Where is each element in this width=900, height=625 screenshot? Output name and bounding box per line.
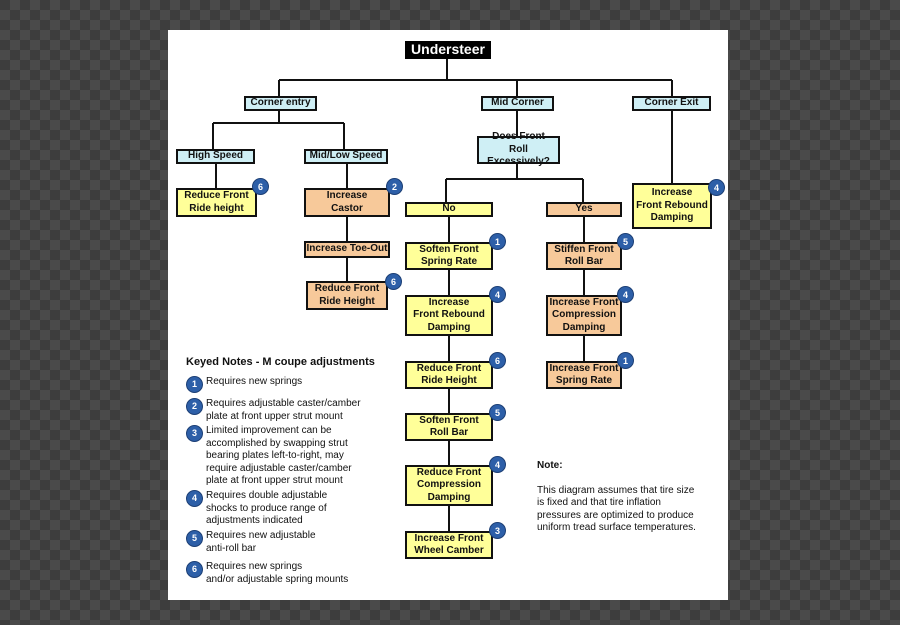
note-number-badge: 5	[186, 530, 203, 547]
note-badge: 6	[252, 178, 269, 195]
corner-entry-box: Corner entry	[244, 96, 317, 111]
increase-front-spring-rate-box: Increase Front Spring Rate	[546, 361, 622, 389]
note-number-badge: 6	[186, 561, 203, 578]
soften-front-roll-bar-box: Soften Front Roll Bar	[405, 413, 493, 441]
note-badge: 5	[617, 233, 634, 250]
note-number-badge: 4	[186, 490, 203, 507]
exit-increase-front-rebound-damping-box: Increase Front Rebound Damping	[632, 183, 712, 229]
note-badge: 3	[489, 522, 506, 539]
increase-front-wheel-camber-box: Increase Front Wheel Camber	[405, 531, 493, 559]
note-badge: 6	[489, 352, 506, 369]
note-badge: 4	[617, 286, 634, 303]
yes-box: Yes	[546, 202, 622, 217]
increase-front-rebound-damping-box: Increase Front Rebound Damping	[405, 295, 493, 336]
note-title: Note:	[537, 459, 563, 471]
keyed-notes-title: Keyed Notes - M coupe adjustments	[186, 356, 375, 368]
keyed-note: 1 Requires new springs	[186, 376, 303, 393]
note-badge: 4	[489, 286, 506, 303]
no-box: No	[405, 202, 493, 217]
reduce-front-ride-height-no-box: Reduce Front Ride Height	[405, 361, 493, 389]
keyed-note-text: Requires adjustable caster/camber plate …	[206, 398, 361, 422]
understeer-title: Understeer	[405, 41, 491, 59]
keyed-note-text: Requires new springs	[206, 376, 303, 387]
keyed-note-text: Requires new adjustable anti-roll bar	[206, 530, 316, 554]
stiffen-front-roll-bar-box: Stiffen Front Roll Bar	[546, 242, 622, 270]
note-number-badge: 3	[186, 425, 203, 442]
soften-front-spring-rate-box: Soften Front Spring Rate	[405, 242, 493, 270]
note-number-badge: 1	[186, 376, 203, 393]
increase-front-compression-damping-box: Increase Front Compression Damping	[546, 295, 622, 336]
high-speed-box: High Speed	[176, 149, 255, 164]
reduce-ride-height-box: Reduce Front Ride Height	[306, 281, 388, 310]
keyed-note-text: Limited improvement can be accomplished …	[206, 425, 352, 486]
roll-question-box: Does Front Roll Excessively?	[477, 131, 560, 167]
keyed-note: 4 Requires double adjustable shocks to p…	[186, 490, 327, 528]
note-badge: 5	[489, 404, 506, 421]
note-badge: 2	[386, 178, 403, 195]
diagram-note: Note: This diagram assumes that tire siz…	[537, 447, 696, 535]
keyed-note-text: Requires double adjustable shocks to pro…	[206, 490, 328, 526]
increase-toe-out-box: Increase Toe-Out	[304, 241, 390, 258]
increase-castor-box: Increase Castor	[304, 188, 390, 217]
note-badge: 4	[708, 179, 725, 196]
keyed-note-text: Requires new springs and/or adjustable s…	[206, 561, 349, 585]
note-number-badge: 2	[186, 398, 203, 415]
keyed-note: 5 Requires new adjustable anti-roll bar	[186, 530, 316, 555]
keyed-note: 2 Requires adjustable caster/camber plat…	[186, 398, 361, 423]
note-badge: 4	[489, 456, 506, 473]
note-badge: 1	[617, 352, 634, 369]
note-badge: 1	[489, 233, 506, 250]
note-text: This diagram assumes that tire size is f…	[537, 484, 696, 534]
corner-exit-box: Corner Exit	[632, 96, 711, 111]
keyed-note: 3 Limited improvement can be accomplishe…	[186, 425, 352, 488]
mid-corner-box: Mid Corner	[481, 96, 554, 111]
mid-low-speed-box: Mid/Low Speed	[304, 149, 388, 164]
reduce-front-ride-height-box: Reduce Front Ride height	[176, 188, 257, 217]
keyed-note: 6 Requires new springs and/or adjustable…	[186, 561, 348, 586]
reduce-front-compression-damping-box: Reduce Front Compression Damping	[405, 465, 493, 506]
note-badge: 6	[385, 273, 402, 290]
